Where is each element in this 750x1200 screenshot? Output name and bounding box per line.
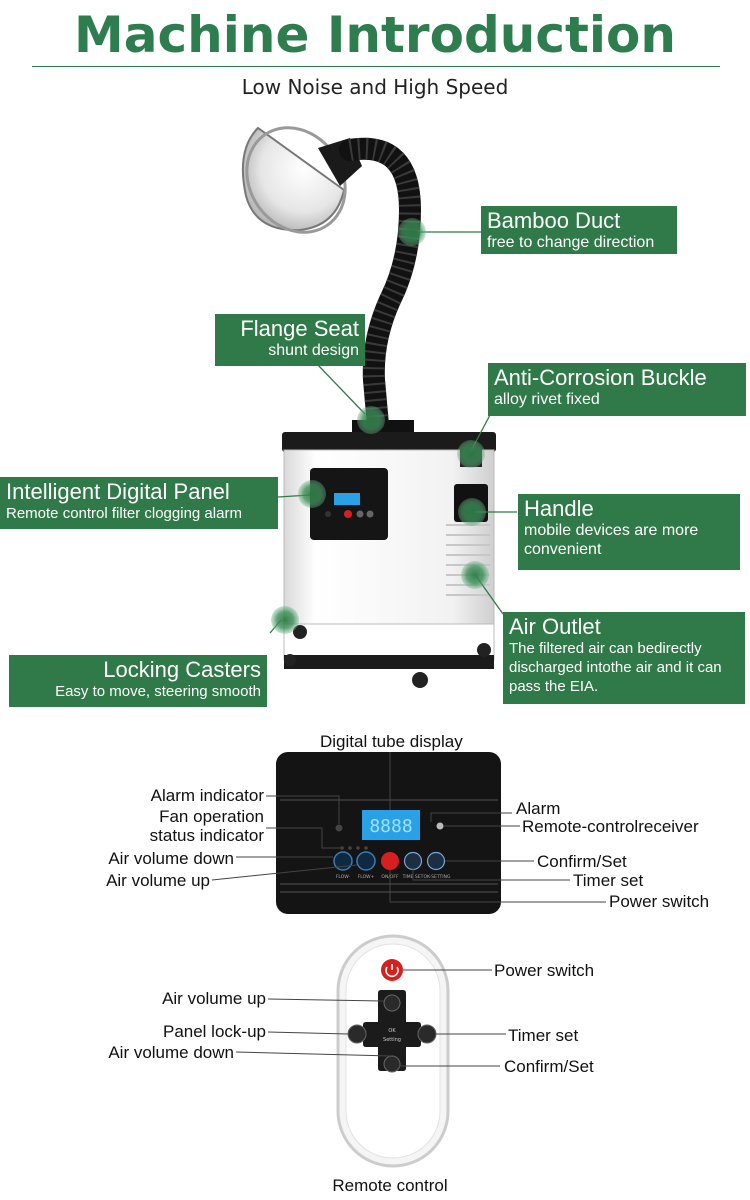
callout-desc: The filtered air can bedirectly discharg…	[509, 640, 722, 695]
callout-title: Flange Seat	[240, 316, 359, 341]
remote-receiver-dot	[436, 822, 444, 830]
panel-face	[276, 752, 501, 914]
label-remote-air-volume-up: Air volume up	[162, 989, 266, 1008]
page-subtitle: Low Noise and High Speed	[241, 75, 509, 99]
machine-illustration	[241, 126, 517, 688]
fan-status-leds	[340, 846, 368, 850]
label-panel-timer-set: Timer set	[573, 871, 644, 890]
label-remote-air-volume-down: Air volume down	[108, 1043, 234, 1062]
label-alarm: Alarm	[516, 799, 561, 818]
label-panel-confirm-set: Confirm/Set	[537, 852, 627, 871]
callout-flange-seat: Flange Seat shunt design	[215, 314, 365, 366]
callout-desc: free to change direction	[487, 234, 655, 251]
remote-control-caption: Remote control	[332, 1176, 448, 1195]
callout-title: Intelligent Digital Panel	[6, 479, 230, 504]
suction-hood	[241, 126, 362, 234]
label-digital-tube-display: Digital tube display	[320, 732, 463, 751]
callout-locking-casters: Locking Casters Easy to move, steering s…	[9, 655, 267, 707]
page-title: Machine Introduction	[74, 6, 676, 64]
display-digits: 8888	[369, 816, 412, 837]
callout-handle: Handle mobile devices are more convenien…	[518, 494, 740, 570]
btn-label-onoff: ON/OFF	[381, 874, 399, 880]
remote-control-illustration: OK Setting	[336, 934, 450, 1168]
remote-leaders	[235, 969, 506, 1067]
bamboo-duct	[339, 137, 422, 436]
callout-title: Bamboo Duct	[487, 208, 621, 233]
label-remote-control-receiver: Remote-controlreceiver	[522, 817, 699, 836]
label-panel-air-volume-up: Air volume up	[106, 871, 210, 890]
digital-tube-display	[362, 810, 420, 840]
callout-intelligent-digital-panel: Intelligent Digital Panel Remote control…	[0, 477, 278, 529]
btn-label-flow-up: FLOW+	[358, 874, 375, 880]
callout-desc: Easy to move, steering smooth	[55, 683, 261, 700]
label-fan-operation: Fan operation	[159, 807, 264, 826]
callout-bamboo-duct: Bamboo Duct free to change direction	[481, 206, 677, 254]
label-panel-air-volume-down: Air volume down	[108, 849, 234, 868]
callout-anti-corrosion-buckle: Anti-Corrosion Buckle alloy rivet fixed	[488, 363, 746, 416]
callout-air-outlet: Air Outlet The filtered air can bedirect…	[503, 612, 745, 704]
callout-desc: mobile devices are more convenient	[524, 522, 699, 558]
alarm-indicator-led	[335, 824, 343, 832]
highlight-dots	[271, 218, 489, 634]
callout-desc: shunt design	[268, 342, 359, 359]
callout-desc: Remote control filter clogging alarm	[6, 505, 242, 522]
label-alarm-indicator: Alarm indicator	[150, 786, 264, 805]
title-divider	[32, 66, 720, 67]
label-remote-panel-lock-up: Panel lock-up	[162, 1022, 266, 1041]
label-remote-confirm-set: Confirm/Set	[504, 1057, 594, 1076]
btn-label-ok-setting: OK-SETTING	[424, 874, 451, 880]
label-fan-status-indicator: status indicator	[149, 826, 264, 845]
callout-desc: alloy rivet fixed	[494, 391, 600, 408]
label-remote-timer-set: Timer set	[508, 1026, 579, 1045]
panel-buttons	[333, 851, 446, 871]
callout-title: Handle	[524, 496, 594, 521]
remote-key-setting: Setting	[383, 1037, 401, 1043]
remote-key-ok: OK	[388, 1028, 396, 1034]
btn-label-time-set: TIME SET	[402, 874, 424, 880]
callout-title: Locking Casters	[103, 657, 261, 682]
callout-title: Air Outlet	[509, 614, 601, 639]
label-panel-power-switch: Power switch	[609, 892, 710, 911]
label-remote-power-switch: Power switch	[494, 961, 595, 980]
callout-title: Anti-Corrosion Buckle	[494, 365, 707, 390]
btn-label-flow-down: FLOW-	[336, 874, 351, 880]
